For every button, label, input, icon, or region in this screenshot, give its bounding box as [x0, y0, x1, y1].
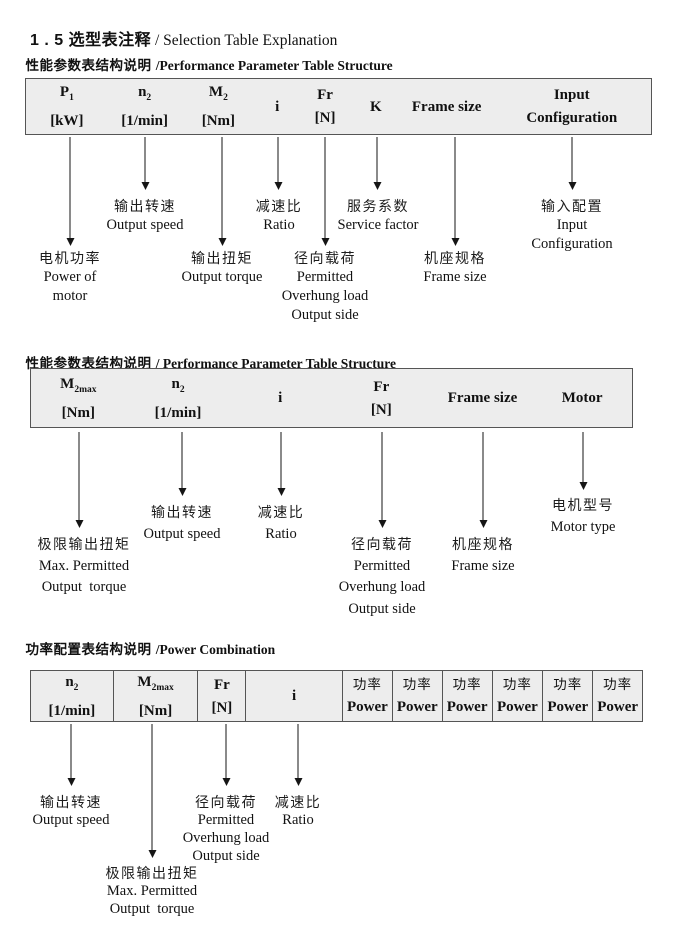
down-arrow — [274, 137, 283, 190]
table3-col-i: i — [245, 671, 342, 721]
table2-col-i: i — [278, 390, 283, 406]
down-arrow — [222, 724, 231, 786]
down-arrow — [568, 137, 577, 190]
section3-heading-zh: 功率配置表结构说明 — [25, 642, 156, 657]
down-arrow — [373, 137, 382, 190]
down-arrow — [378, 432, 387, 528]
table1-col-m2: M2[Nm] — [201, 84, 236, 129]
down-arrow — [451, 137, 460, 246]
table2-header-row: M2max[Nm] n2[1/min] i Fr[N] Frame size M… — [30, 368, 633, 428]
page-title: 1 . 5 选型表注释 / Selection Table Explanatio… — [14, 8, 337, 68]
table3-col-m2max: M2max[Nm] — [112, 671, 198, 721]
down-arrow — [218, 137, 227, 246]
section3-heading: 功率配置表结构说明 /Power Combination — [12, 622, 276, 674]
table1-col-i: i — [275, 98, 280, 115]
down-arrow — [75, 432, 84, 528]
table3-col-n2: n2[1/min] — [48, 673, 96, 719]
section2-heading: 性能参数表结构说明 / Performance Parameter Table … — [12, 336, 396, 388]
section1-heading-en: /Performance Parameter Table Structure — [155, 58, 393, 73]
page-title-sep: / — [151, 32, 164, 49]
down-arrow — [148, 724, 157, 858]
down-arrow — [66, 137, 75, 246]
section3-heading-en: /Power Combination — [155, 642, 276, 657]
table1-col-n2: n2[1/min] — [121, 84, 168, 129]
table2-col-motor: Motor — [561, 390, 603, 406]
down-arrow — [277, 432, 286, 496]
down-arrow — [321, 137, 330, 246]
table2-col-n2: n2[1/min] — [154, 375, 202, 421]
section1-heading: 性能参数表结构说明 /Performance Parameter Table S… — [12, 38, 393, 90]
table1-col-k: K — [370, 98, 382, 115]
down-arrow — [579, 432, 588, 490]
page-title-en: Selection Table Explanation — [163, 32, 338, 49]
table2-col-m2max: M2max[Nm] — [60, 375, 97, 421]
down-arrow — [294, 724, 303, 786]
down-arrow — [141, 137, 150, 190]
table1-col-p1: P1[kW] — [50, 84, 84, 129]
table2-col-frame-size: Frame size — [447, 390, 518, 406]
table2-col-fr: Fr[N] — [370, 378, 392, 418]
section2-heading-zh: 性能参数表结构说明 — [25, 356, 156, 371]
table1-col-frame-size: Frame size — [411, 98, 482, 115]
down-arrow — [479, 432, 488, 528]
section1-heading-zh: 性能参数表结构说明 — [25, 58, 156, 73]
down-arrow — [67, 724, 76, 786]
table1-col-fr: Fr[N] — [314, 87, 336, 126]
table3-col-fr: Fr[N] — [197, 671, 245, 721]
section2-heading-en: / Performance Parameter Table Structure — [155, 356, 396, 371]
down-arrow — [178, 432, 187, 496]
page-title-zh: 1 . 5 选型表注释 — [30, 32, 152, 49]
table1-header-row: P1[kW] n2[1/min] M2[Nm] i Fr[N] K Frame … — [25, 78, 652, 135]
